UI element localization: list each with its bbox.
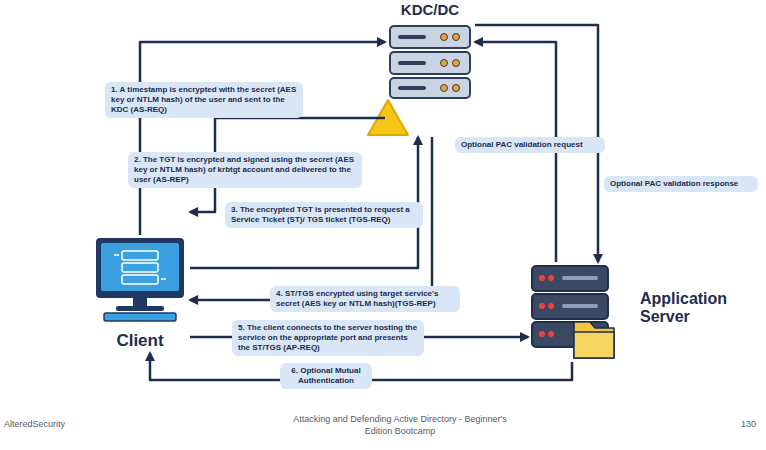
node-label: Application Server: [640, 290, 738, 326]
footer-text: Attacking and Defending Active Directory…: [290, 414, 510, 437]
footer-text: AlteredSecurity: [4, 419, 94, 431]
step-callout: 2. The TGT is encrypted and signed using…: [128, 152, 362, 188]
step-callout: 1. A timestamp is encrypted with the sec…: [105, 82, 303, 118]
client-computer: Client: [90, 235, 190, 353]
step-callout: 4. ST/TGS encrypted using target service…: [270, 286, 460, 312]
step-callout: Optional PAC validation response: [604, 176, 758, 192]
application-server-icon: [532, 266, 614, 358]
footer-text: 130: [726, 419, 756, 431]
step-callout: 5. The client connects to the server hos…: [232, 320, 424, 356]
node-label: KDC/DC: [385, 2, 475, 19]
client-computer-icon: [96, 238, 184, 321]
kdc-server-icon: [390, 26, 470, 98]
step-callout: 3. The encrypted TGT is presented to req…: [225, 202, 423, 228]
step-callout: 6. Optional Mutual Authentication: [280, 363, 372, 389]
kdc-server: KDC/DC: [385, 2, 475, 137]
application-server: Application Server: [528, 262, 738, 362]
node-label: Client: [90, 331, 190, 350]
step-callout: Optional PAC validation request: [455, 137, 605, 153]
